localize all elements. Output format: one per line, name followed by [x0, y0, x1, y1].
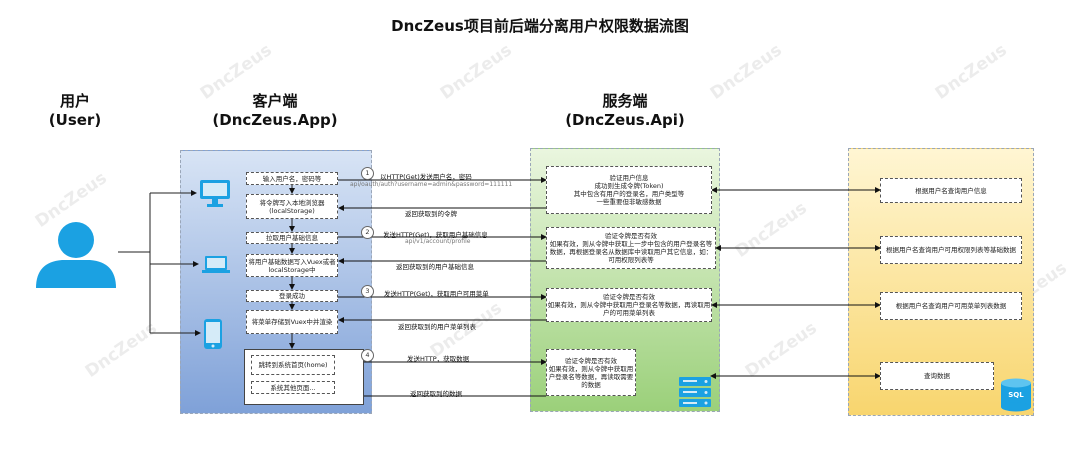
home-group-box: 跳转到系统首页(home) 系统其他页面... [244, 349, 364, 405]
query-permission-box: 根据用户名查询用户可用权限列表等基础数据 [880, 236, 1022, 264]
response-2-label: 返回获取到的用户基础信息 [396, 263, 474, 271]
step-number: 3 [361, 285, 374, 298]
client-column-en: (DncZeus.App) [212, 111, 338, 129]
request-1-url: api/oauth/auth?username=admin&password=1… [350, 181, 513, 188]
response-4-label: 返回获取到的数据 [410, 390, 462, 398]
laptop-icon [201, 255, 231, 275]
other-pages-box: 系统其他页面... [251, 381, 335, 394]
store-token-box: 将令牌写入本地浏览器(localStorage) [246, 194, 338, 219]
step-number: 1 [361, 167, 374, 180]
verify-token-profile-box: 验证令牌是否有效 如果有效，则从令牌中获取上一步中包含的用户登录名等数据，再根据… [546, 227, 716, 269]
verify-token-menu-box: 验证令牌是否有效 如果有效，则从令牌中获取用户登录名等数据，再读取用户的可用菜单… [546, 288, 712, 322]
pull-basic-info-box: 拉取用户基础信息 [246, 232, 338, 244]
request-4-label: 发送HTTP，获取数据 [407, 355, 470, 363]
page-title: DncZeus项目前后端分离用户权限数据流图 [391, 17, 689, 35]
verify-user-box: 验证用户信息 成功则生成令牌(Token) 其中包含有用户的登录名，用户类型等 … [546, 166, 712, 214]
request-2-url: api/v1/account/profile [405, 238, 471, 245]
user-column-en: (User) [48, 111, 102, 129]
server-column-en: (DncZeus.Api) [565, 111, 685, 129]
verify-token-data-box: 验证令牌是否有效 如果有效，则从令牌中获取用户登录名等数据，再读取需要的数据 [546, 349, 636, 396]
user-column-header: 用户 (User) [20, 92, 130, 130]
desktop-icon [198, 178, 232, 208]
query-user-box: 根据用户名查询用户信息 [880, 178, 1022, 203]
step-number: 2 [361, 226, 374, 239]
user-icon [32, 218, 120, 288]
database-icon: SQL [1000, 378, 1032, 412]
login-success-box: 登录成功 [246, 290, 338, 302]
response-3-label: 返回获取到的用户菜单列表 [398, 323, 476, 331]
response-1-label: 返回获取到的令牌 [405, 210, 457, 218]
tablet-icon [202, 318, 224, 350]
jump-home-box: 跳转到系统首页(home) [251, 355, 335, 375]
query-data-box: 查询数据 [880, 362, 994, 390]
user-column-name: 用户 [59, 92, 90, 110]
request-3-label: 发送HTTP(Get)，获取用户可用菜单 [384, 290, 489, 298]
server-column-header: 服务端 (DncZeus.Api) [540, 92, 710, 130]
server-icon [678, 376, 712, 408]
login-input-box: 输入用户名，密码等 [246, 172, 338, 185]
server-column-name: 服务端 [602, 92, 648, 110]
request-2-label: 发送HTTP(Get)，获取用户基础信息 [383, 231, 488, 239]
client-column-name: 客户端 [252, 92, 298, 110]
store-menu-box: 将菜单存储到Vuex中并渲染 [246, 310, 338, 334]
query-menu-box: 根据用户名查询用户可用菜单列表数据 [880, 292, 1022, 320]
request-1-label: 以HTTP(Get)发送用户名，密码 [380, 173, 472, 181]
client-column-header: 客户端 (DncZeus.App) [190, 92, 360, 130]
database-icon-label: SQL [1008, 391, 1024, 399]
step-number: 4 [361, 349, 374, 362]
write-vuex-box: 将用户基础数据写入Vuex或者localStorage中 [246, 254, 338, 277]
